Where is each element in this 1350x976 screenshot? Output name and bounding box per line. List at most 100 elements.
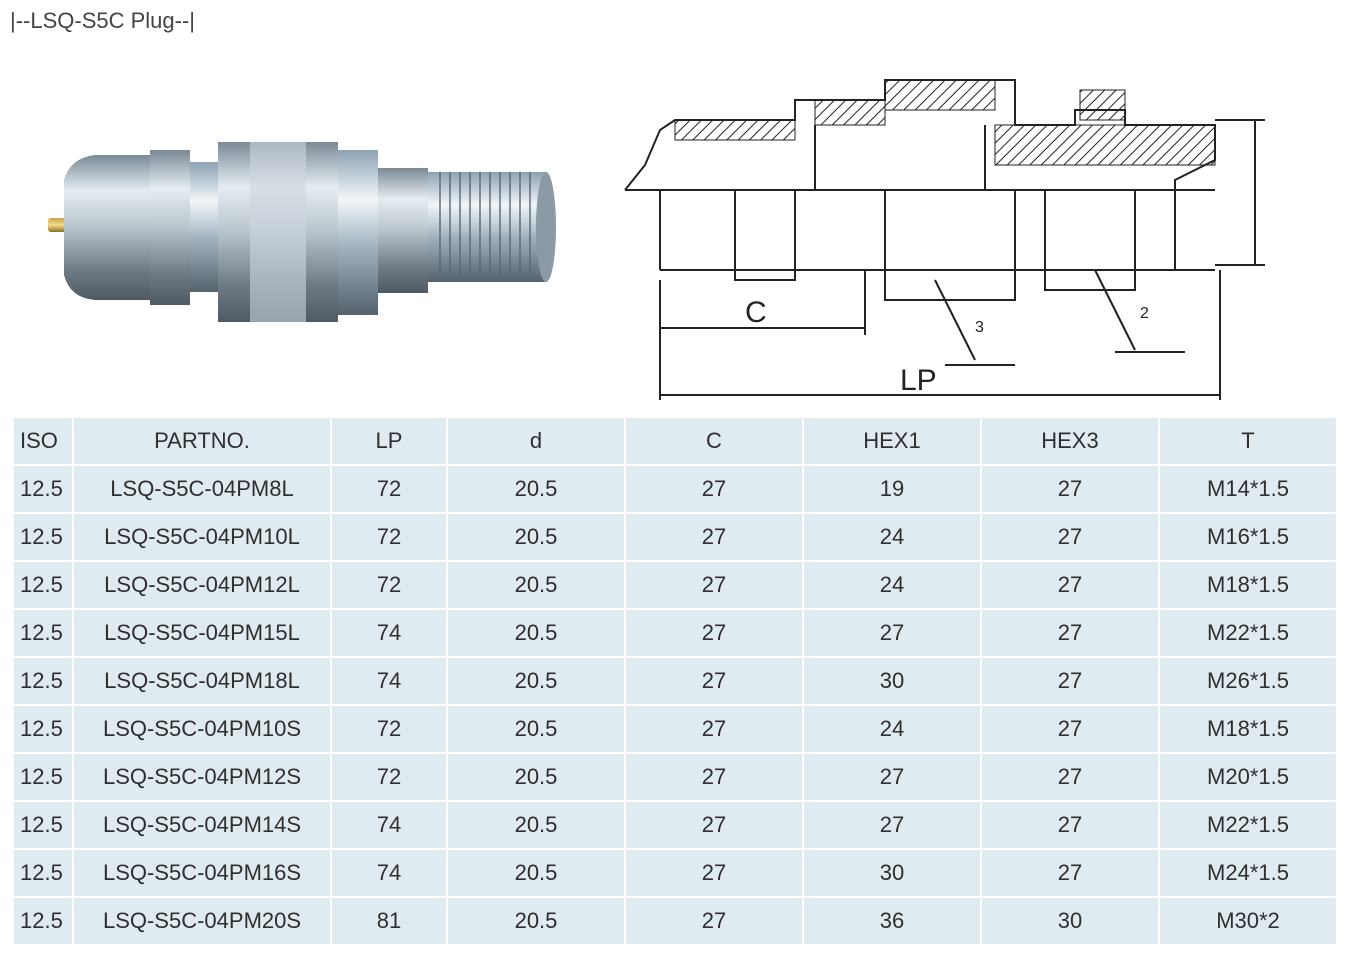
plug-groove (190, 162, 218, 292)
table-cell: 74 (332, 658, 446, 704)
table-cell: M20*1.5 (1160, 754, 1336, 800)
valve-pin (48, 218, 66, 232)
table-cell: 72 (332, 466, 446, 512)
table-cell: M26*1.5 (1160, 658, 1336, 704)
table-cell: M22*1.5 (1160, 610, 1336, 656)
table-cell: 27 (626, 610, 802, 656)
table-cell: 20.5 (448, 658, 624, 704)
header-cell: HEX3 (982, 418, 1158, 464)
table-cell: M24*1.5 (1160, 850, 1336, 896)
table-cell: 30 (982, 898, 1158, 944)
product-photo (48, 142, 556, 322)
table-cell: 12.5 (14, 898, 72, 944)
table-cell: 27 (804, 802, 980, 848)
table-cell: 27 (982, 658, 1158, 704)
threaded-stem (428, 172, 546, 282)
table-cell: 74 (332, 610, 446, 656)
table-cell: 12.5 (14, 850, 72, 896)
table-cell: 20.5 (448, 562, 624, 608)
table-cell: 27 (626, 706, 802, 752)
table-cell: 20.5 (448, 802, 624, 848)
header-cell: C (626, 418, 802, 464)
table-cell: 20.5 (448, 706, 624, 752)
table-cell: M14*1.5 (1160, 466, 1336, 512)
dimension-c-label: C (745, 296, 767, 329)
table-cell: 12.5 (14, 754, 72, 800)
table-cell: 27 (626, 898, 802, 944)
table-cell: 24 (804, 514, 980, 560)
table-cell: 20.5 (448, 466, 624, 512)
table-cell: 27 (626, 658, 802, 704)
table-cell: 12.5 (14, 610, 72, 656)
plug-nose (64, 155, 150, 300)
table-cell: 12.5 (14, 466, 72, 512)
table-cell: LSQ-S5C-04PM10L (74, 514, 330, 560)
table-cell: 27 (982, 514, 1158, 560)
table-cell: 20.5 (448, 610, 624, 656)
table-cell: 72 (332, 706, 446, 752)
table-cell: 27 (626, 466, 802, 512)
plug-body (150, 150, 190, 305)
table-cell: LSQ-S5C-04PM20S (74, 898, 330, 944)
table-cell: 24 (804, 706, 980, 752)
hex-face (250, 142, 306, 322)
header-cell: LP (332, 418, 446, 464)
table-cell: 36 (804, 898, 980, 944)
table-cell: 72 (332, 562, 446, 608)
table-cell: 27 (626, 562, 802, 608)
table-cell: 74 (332, 802, 446, 848)
table-cell: 27 (626, 850, 802, 896)
lock-nut (378, 168, 428, 293)
table-cell: LSQ-S5C-04PM12S (74, 754, 330, 800)
table-cell: M22*1.5 (1160, 802, 1336, 848)
lock-washer (338, 150, 378, 315)
header-cell: T (1160, 418, 1336, 464)
table-cell: LSQ-S5C-04PM16S (74, 850, 330, 896)
table-header-row: ISO PARTNO. LP d C HEX1 HEX3 T (14, 418, 1336, 464)
hex-marker-2: 2 (1140, 305, 1149, 322)
table-cell: 27 (982, 706, 1158, 752)
table-cell: M16*1.5 (1160, 514, 1336, 560)
table-cell: LSQ-S5C-04PM8L (74, 466, 330, 512)
table-cell: M18*1.5 (1160, 562, 1336, 608)
table-cell: 27 (626, 802, 802, 848)
table-cell: 30 (804, 658, 980, 704)
table-cell: 74 (332, 850, 446, 896)
table-cell: 72 (332, 514, 446, 560)
table-cell: 20.5 (448, 514, 624, 560)
table-cell: 27 (626, 514, 802, 560)
header-cell: d (448, 418, 624, 464)
table-cell: 12.5 (14, 802, 72, 848)
header-cell: ISO (14, 418, 72, 464)
table-cell: LSQ-S5C-04PM15L (74, 610, 330, 656)
table-cell: 27 (626, 754, 802, 800)
table-cell: 27 (982, 754, 1158, 800)
table-cell: 27 (982, 850, 1158, 896)
table-cell: 12.5 (14, 562, 72, 608)
table-cell: LSQ-S5C-04PM18L (74, 658, 330, 704)
table-cell: LSQ-S5C-04PM12L (74, 562, 330, 608)
table-cell: M18*1.5 (1160, 706, 1336, 752)
header-cell: PARTNO. (74, 418, 330, 464)
table-cell: M30*2 (1160, 898, 1336, 944)
table-cell: LSQ-S5C-04PM10S (74, 706, 330, 752)
hex-marker-3: 3 (975, 319, 984, 336)
table-cell: 20.5 (448, 754, 624, 800)
table-cell: 81 (332, 898, 446, 944)
table-cell: 27 (982, 802, 1158, 848)
table-cell: 27 (982, 610, 1158, 656)
table-cell: 12.5 (14, 514, 72, 560)
table-cell: 30 (804, 850, 980, 896)
table-cell: 27 (804, 754, 980, 800)
dimension-lp-label: LP (900, 364, 937, 397)
